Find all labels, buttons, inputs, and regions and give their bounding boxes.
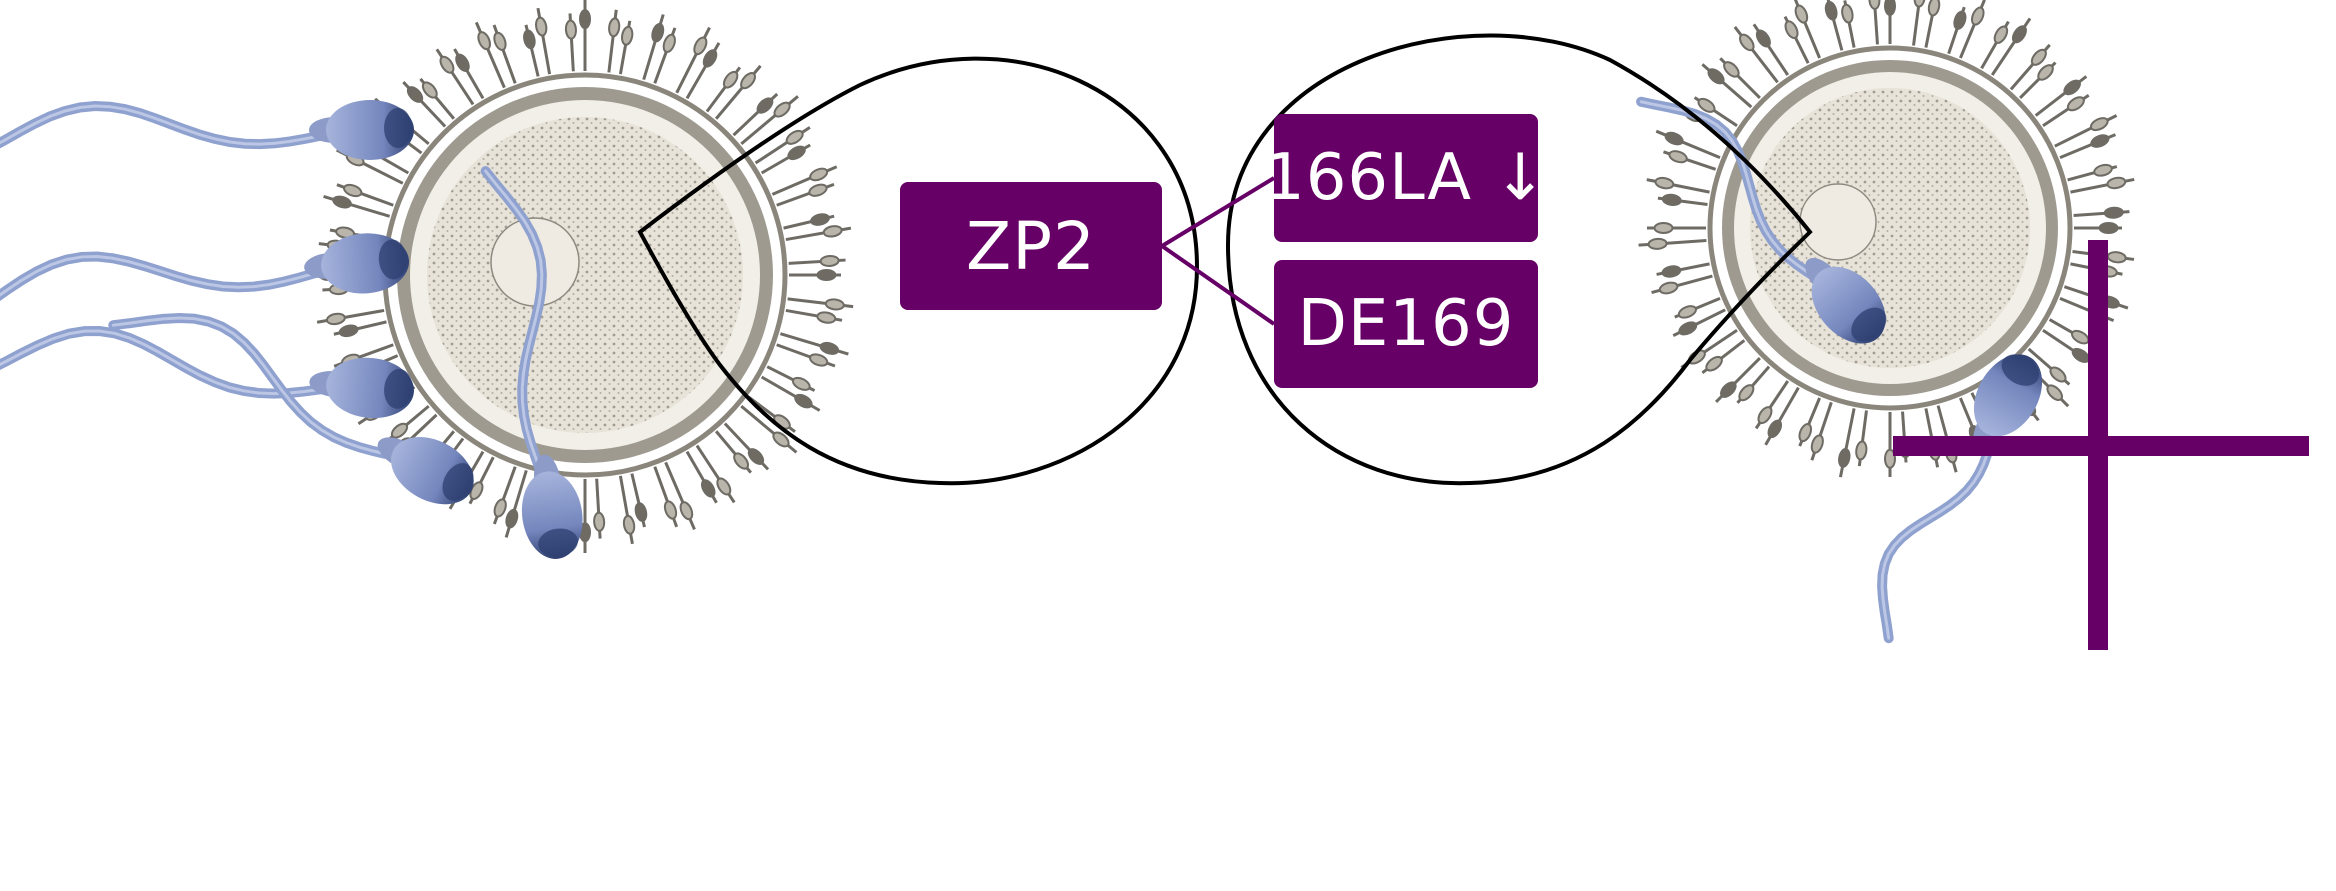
sperm-group — [0, 96, 2043, 644]
sperm-left-5 — [480, 166, 583, 559]
connector-lines — [1160, 176, 1276, 326]
sperm-left-1 — [0, 100, 414, 160]
sperm-left-2 — [0, 233, 409, 316]
magnifier-callout-right — [1225, 33, 1813, 486]
corona-radiata-right — [1638, 0, 2135, 478]
sperm-left-4 — [108, 312, 474, 505]
magnifier-callout-left — [637, 56, 1199, 486]
zp2-label-box: ZP2 — [900, 182, 1162, 310]
egg-cell-right — [1638, 0, 2135, 478]
variant-de169-label-box: DE169 — [1274, 260, 1538, 388]
sperm-left-3 — [0, 326, 414, 419]
block-cross-symbol — [1893, 240, 2309, 650]
variant-166la-label-box: 166LA ↓ — [1264, 114, 1547, 242]
nucleus-right — [1799, 183, 1877, 261]
